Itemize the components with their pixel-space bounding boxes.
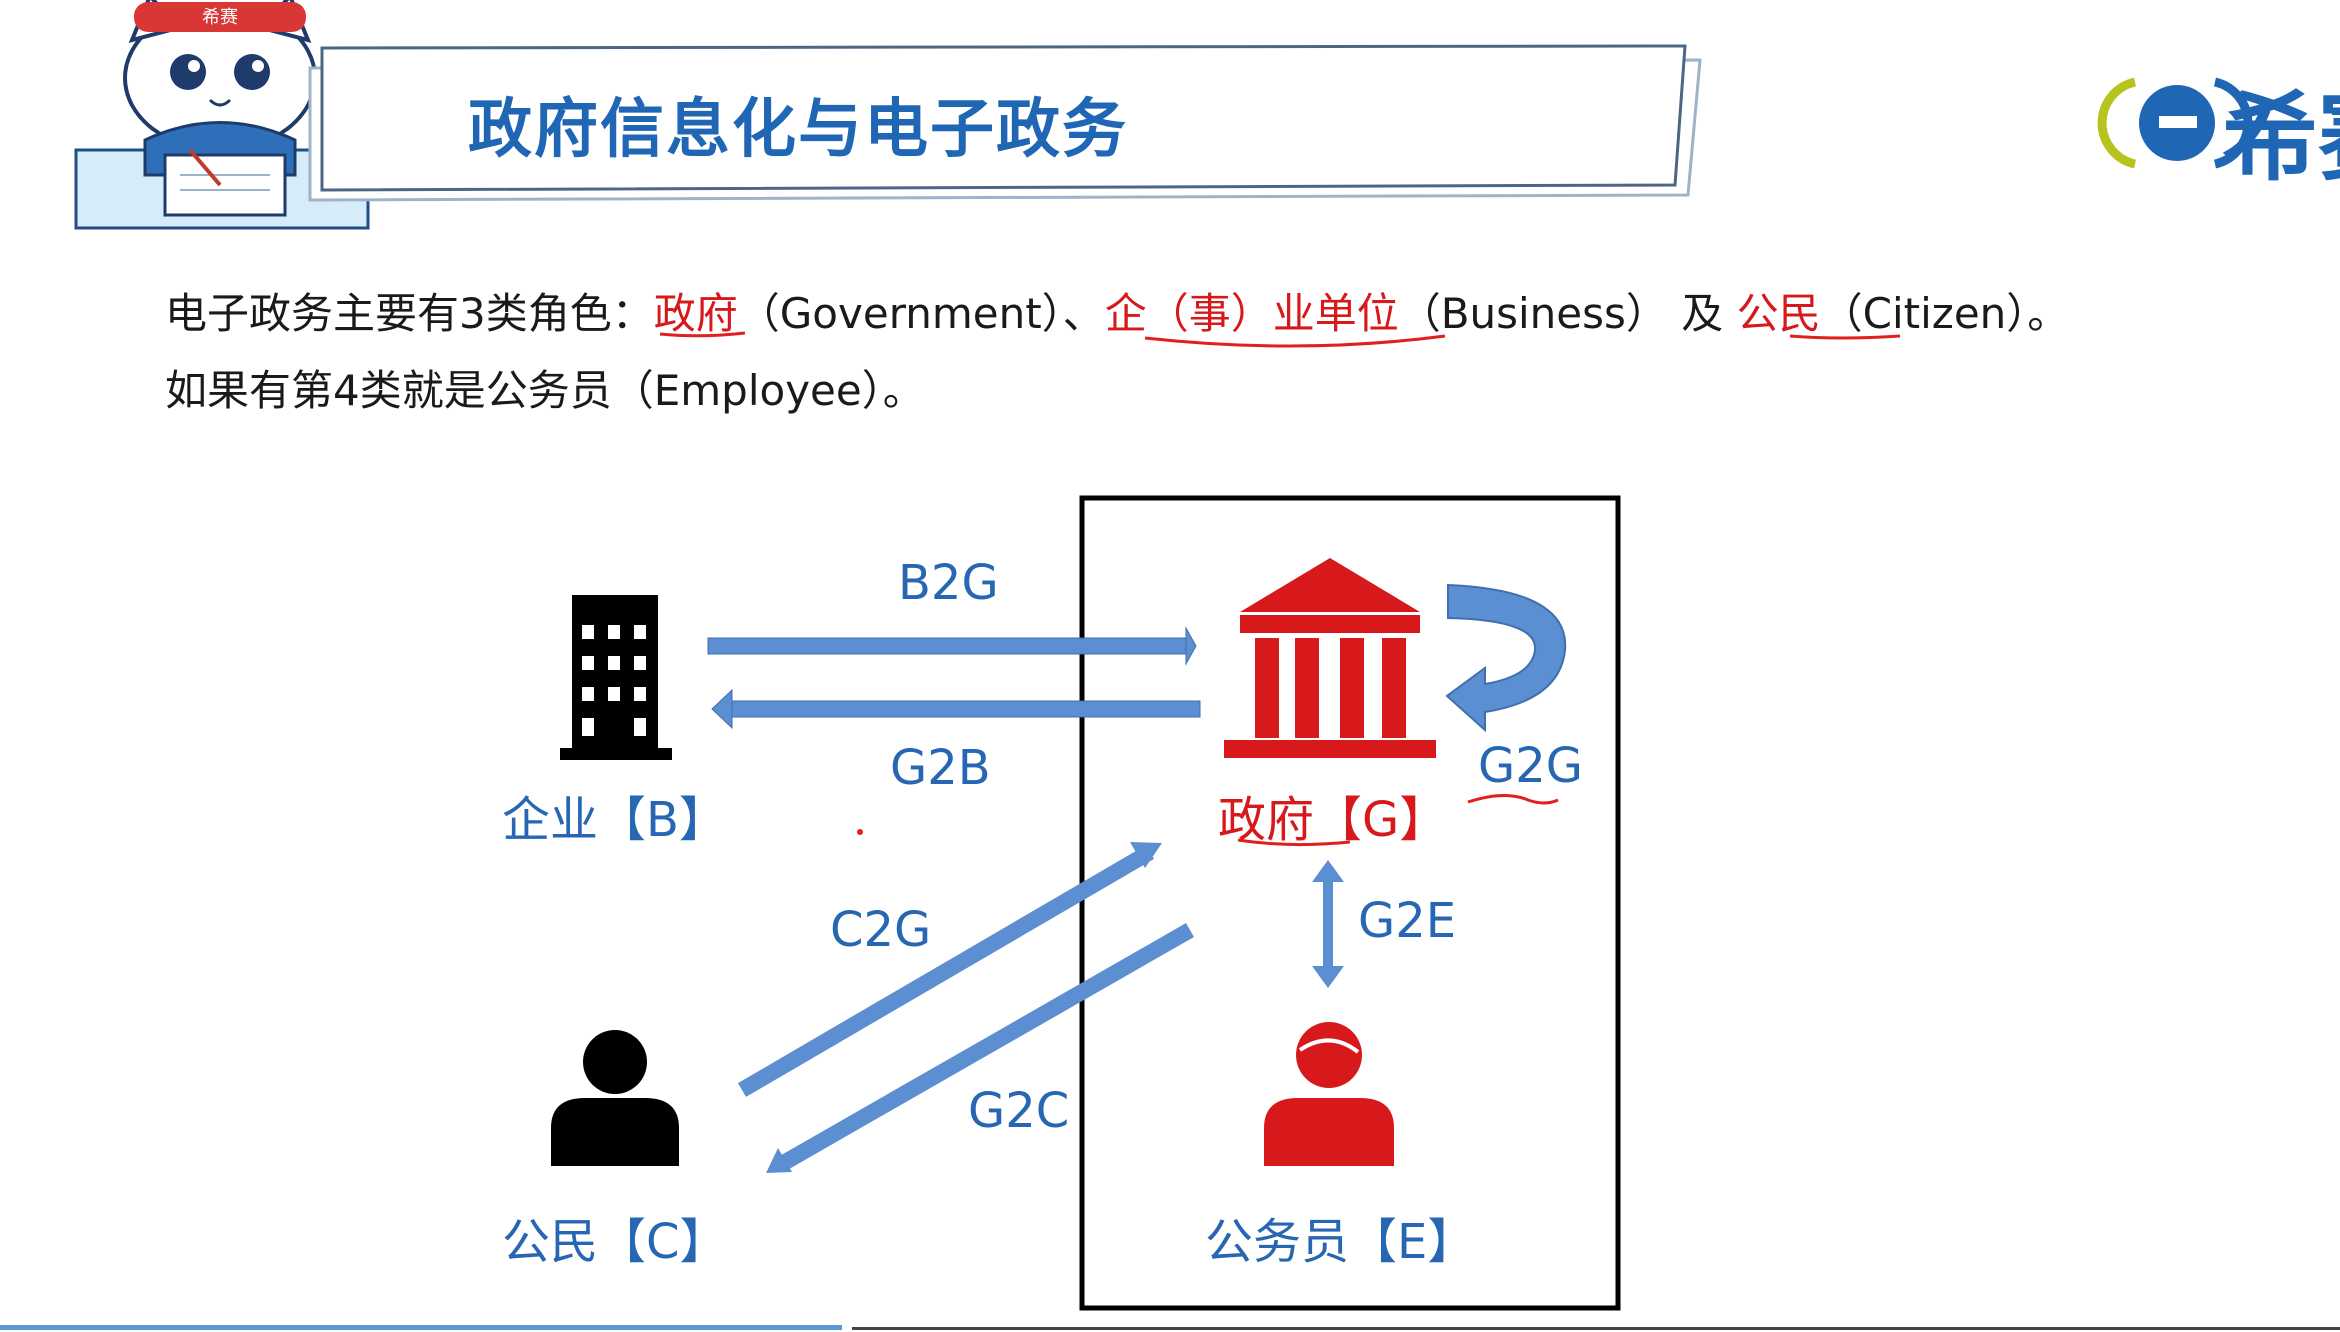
intro-line-1: 电子政务主要有3类角色：政府（Government）、企（事）业单位（Busin… — [165, 280, 2069, 341]
edge-label-c2g: C2G — [830, 902, 932, 958]
brand-logo-icon — [2097, 77, 2253, 169]
annotation-dot — [857, 829, 863, 835]
role-business: 企（事）业单位 — [1104, 289, 1399, 338]
g2e-arrow — [1312, 860, 1344, 988]
page-title: 政府信息化与电子政务 — [468, 93, 1128, 167]
edge-label-g2b: G2B — [890, 740, 991, 796]
b2g-arrow — [707, 626, 1197, 666]
edge-label-g2c: G2C — [968, 1083, 1070, 1139]
role-government-en: （Government）、 — [737, 289, 1105, 338]
role-business-en: （Business） 及 — [1398, 289, 1737, 338]
employee-person-icon — [1264, 1022, 1394, 1166]
node-label-government: 政府【G】 — [1218, 792, 1448, 848]
title-banner — [308, 44, 1702, 202]
c2g-arrow — [737, 842, 1162, 1097]
mascot-badge-text: 希赛 — [202, 7, 238, 28]
building-icon — [560, 595, 672, 760]
progress-line — [0, 1325, 842, 1330]
underline-citizen — [1789, 334, 1901, 340]
underline-g2g — [1467, 794, 1559, 805]
citizen-person-icon — [551, 1030, 679, 1166]
government-building-icon — [1224, 558, 1436, 758]
node-label-business: 企业【B】 — [502, 792, 727, 848]
role-government: 政府 — [653, 289, 738, 338]
role-citizen: 公民 — [1736, 289, 1821, 338]
intro-line-2: 如果有第4类就是公务员（Employee）。 — [165, 366, 925, 415]
edge-label-g2g: G2G — [1478, 738, 1583, 794]
g2c-arrow — [766, 923, 1194, 1173]
brand-name: 希赛 — [2222, 82, 2340, 194]
edge-label-b2g: B2G — [898, 555, 999, 611]
government-boundary-box — [1079, 495, 1621, 1311]
edge-label-g2e: G2E — [1358, 893, 1457, 949]
g2g-arrow — [1445, 583, 1567, 733]
intro-prefix: 电子政务主要有3类角色： — [165, 289, 654, 338]
node-label-employee: 公务员【E】 — [1205, 1214, 1476, 1270]
bottom-divider — [852, 1327, 2340, 1330]
g2b-arrow — [711, 688, 1201, 730]
underline-business — [1144, 334, 1446, 348]
underline-government-node — [1237, 838, 1351, 847]
underline-government — [659, 331, 746, 338]
node-label-citizen: 公民【C】 — [502, 1214, 728, 1270]
role-citizen-en: （Citizen）。 — [1820, 289, 2070, 338]
